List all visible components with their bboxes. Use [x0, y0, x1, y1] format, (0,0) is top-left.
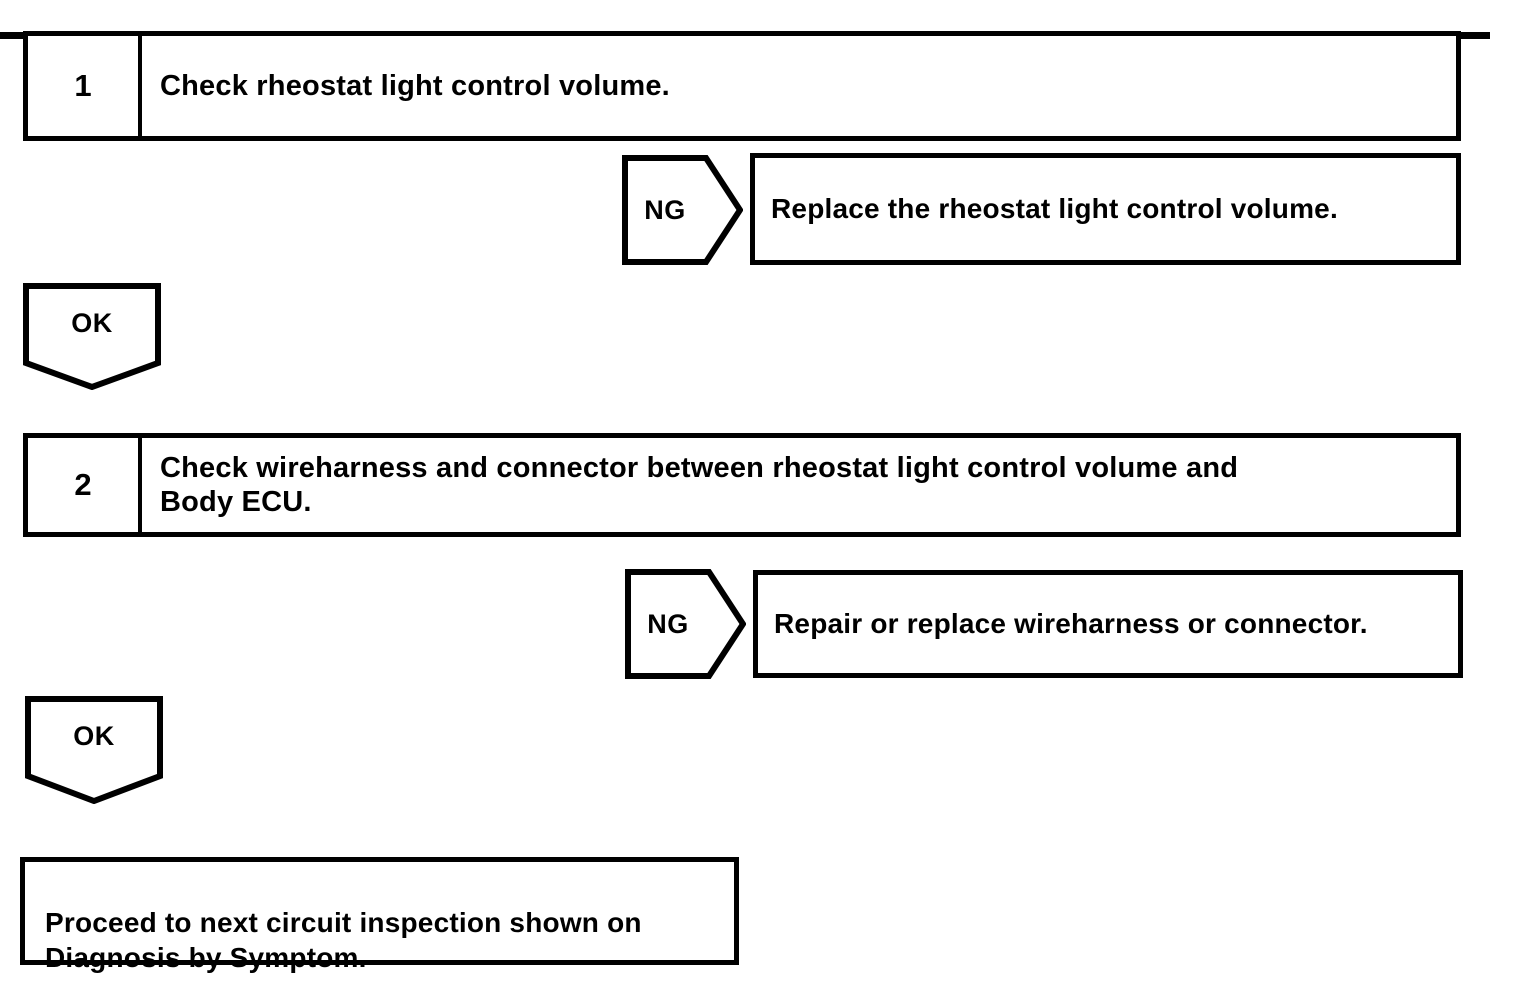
ng-pentagon-icon [622, 155, 743, 265]
final-action-box: Proceed to next circuit inspection shown… [20, 857, 739, 973]
ng-action-box-2: Repair or replace wireharness or connect… [753, 570, 1463, 678]
ok-label-2: OK [73, 720, 115, 751]
ok-arrow-2: OK [25, 696, 163, 804]
step-1-instruction: Check rheostat light control volume. [160, 70, 670, 102]
step-1-number-cell: 1 [28, 36, 142, 136]
ng-action-text-1: Replace the rheostat light control volum… [771, 193, 1338, 224]
step-2-number: 2 [74, 467, 92, 502]
ng-pentagon-icon [625, 569, 746, 679]
ok-pentagon-icon [23, 283, 161, 390]
ng-action-box-1: Replace the rheostat light control volum… [750, 153, 1461, 265]
ok-arrow-1: OK [23, 283, 161, 390]
step-1-number: 1 [74, 68, 92, 103]
step-2-instruction: Check wireharness and connector between … [160, 452, 1239, 518]
step-2-number-cell: 2 [28, 438, 142, 532]
ng-arrow-1: NG [622, 155, 743, 265]
ok-pentagon-icon [25, 696, 163, 804]
final-action-text: Proceed to next circuit inspection shown… [45, 907, 642, 973]
ok-label-1: OK [71, 307, 113, 338]
ng-label-1: NG [644, 194, 686, 225]
step-2-box: 2 Check wireharness and connector betwee… [23, 433, 1461, 537]
ng-arrow-2: NG [625, 569, 746, 679]
step-1-box: 1 Check rheostat light control volume. [23, 31, 1461, 141]
ng-label-2: NG [647, 608, 689, 639]
ng-action-text-2: Repair or replace wireharness or connect… [774, 608, 1368, 639]
